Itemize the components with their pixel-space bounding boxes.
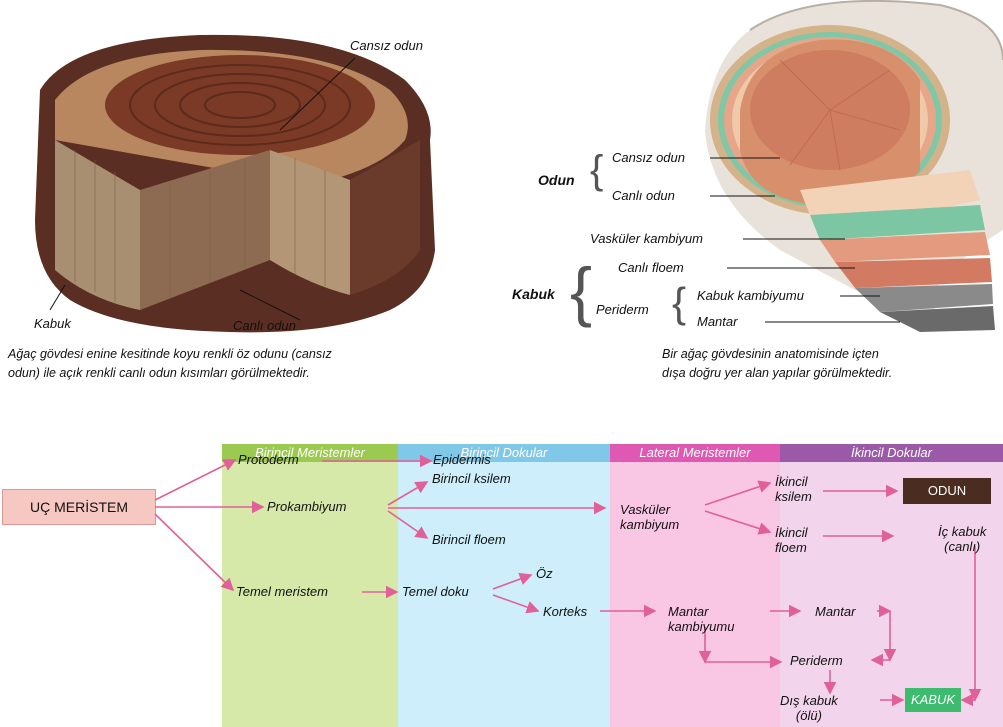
label-anatomy-live-wood: Canlı odun [612, 188, 675, 203]
node-pith: Öz [536, 566, 553, 581]
label-live-wood: Canlı odun [233, 318, 296, 333]
node-inner-bark: İç kabuk (canlı) [938, 524, 986, 554]
label-live-phloem: Canlı floem [618, 260, 684, 275]
node-secondary-phloem-line2: floem [775, 540, 808, 555]
node-cork-cambium: Mantar kambiyumu [668, 604, 734, 634]
node-cortex: Korteks [543, 604, 587, 619]
node-secondary-phloem: İkincil floem [775, 525, 808, 555]
node-procambium: Prokambiyum [267, 499, 346, 514]
node-periderm: Periderm [790, 653, 843, 668]
node-vascular-cambium-line2: kambiyum [620, 517, 679, 532]
node-epidermis: Epidermis [433, 452, 491, 467]
node-protoderm: Protoderm [238, 452, 299, 467]
node-cork-cambium-line1: Mantar [668, 604, 734, 619]
node-vascular-cambium-line1: Vasküler [620, 502, 679, 517]
node-primary-xylem: Birincil ksilem [432, 471, 511, 486]
label-vascular-cambium: Vasküler kambiyum [590, 231, 703, 246]
wood-brace: { [590, 150, 603, 190]
log-cross-section-image [10, 20, 460, 340]
result-box-bark: KABUK [905, 688, 961, 712]
result-box-wood: ODUN [903, 478, 991, 504]
node-inner-bark-line2: (canlı) [938, 539, 986, 554]
photo-caption-line2: odun) ile açık renkli canlı odun kısımla… [8, 364, 332, 383]
node-outer-bark-line2: (ölü) [780, 708, 838, 723]
node-secondary-phloem-line1: İkincil [775, 525, 808, 540]
node-secondary-xylem-line2: ksilem [775, 489, 812, 504]
photo-caption: Ağaç gövdesi enine kesitinde koyu renkli… [8, 345, 332, 383]
anatomy-caption-line2: dışa doğru yer alan yapılar görülmektedi… [662, 364, 892, 383]
anatomy-caption: Bir ağaç gövdesinin anatomisinde içten d… [662, 345, 892, 383]
label-bark: Kabuk [34, 316, 71, 331]
node-cork-cambium-line2: kambiyumu [668, 619, 734, 634]
periderm-brace: { [672, 282, 686, 324]
label-bark-cambium: Kabuk kambiyumu [697, 288, 804, 303]
label-cork: Mantar [697, 314, 737, 329]
label-anatomy-dead-wood: Cansız odun [612, 150, 685, 165]
node-outer-bark: Dış kabuk (ölü) [780, 693, 838, 723]
node-cork: Mantar [815, 604, 855, 619]
node-ground-meristem: Temel meristem [236, 584, 328, 599]
node-primary-phloem: Birincil floem [432, 532, 506, 547]
group-wood-label: Odun [538, 172, 575, 188]
bark-brace: { [570, 258, 592, 324]
photo-caption-line1: Ağaç gövdesi enine kesitinde koyu renkli… [8, 345, 332, 364]
anatomy-caption-line1: Bir ağaç gövdesinin anatomisinde içten [662, 345, 892, 364]
node-secondary-xylem: İkincil ksilem [775, 474, 812, 504]
label-dead-wood: Cansız odun [350, 38, 423, 53]
group-bark-label: Kabuk [512, 286, 555, 302]
trunk-anatomy-illustration [640, 0, 1003, 345]
node-ground-tissue: Temel doku [402, 584, 469, 599]
node-vascular-cambium: Vasküler kambiyum [620, 502, 679, 532]
label-periderm: Periderm [596, 302, 649, 317]
node-inner-bark-line1: İç kabuk [938, 524, 986, 539]
node-outer-bark-line1: Dış kabuk [780, 693, 838, 708]
node-secondary-xylem-line1: İkincil [775, 474, 812, 489]
